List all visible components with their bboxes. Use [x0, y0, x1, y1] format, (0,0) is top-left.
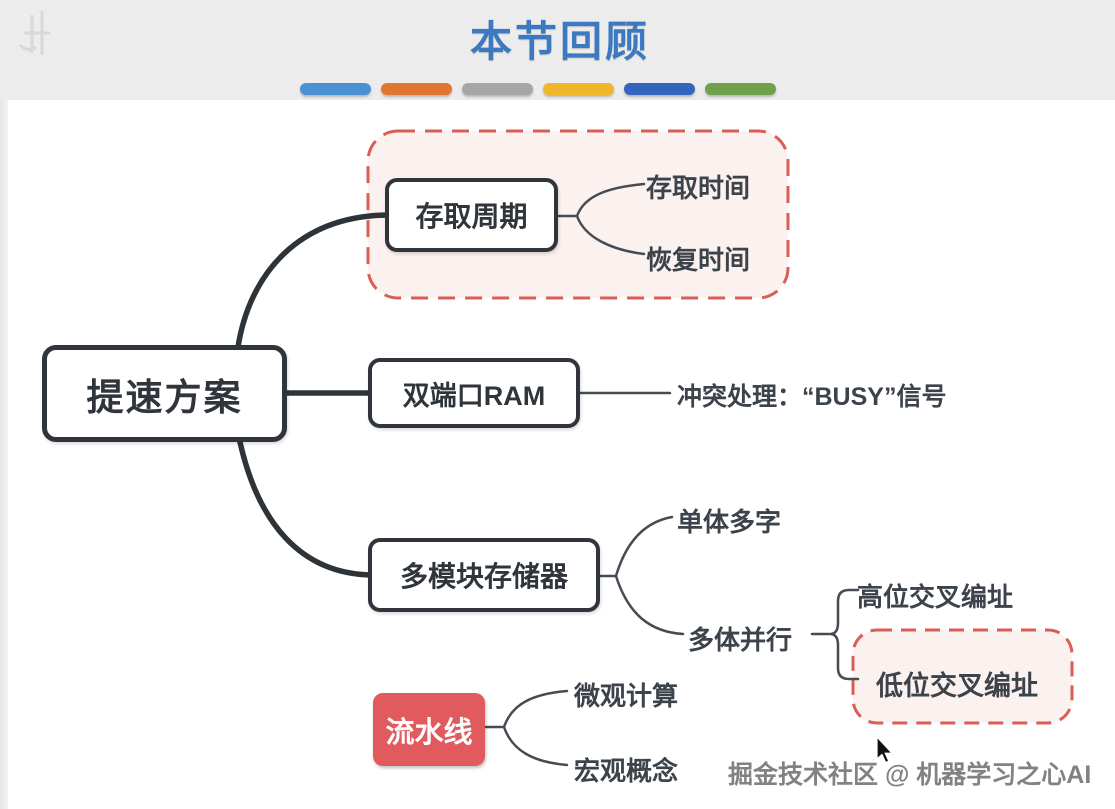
node-access-cycle: 存取周期	[385, 178, 558, 252]
accent-bar	[543, 83, 614, 95]
leaf-multi-parallel: 多体并行	[688, 625, 793, 655]
leaf-macro-concept: 宏观概念	[574, 756, 679, 786]
node-dual-port-ram-label: 双端口RAM	[402, 380, 546, 411]
leaf-high-interleave: 高位交叉编址	[857, 582, 1014, 612]
accent-bar	[381, 83, 452, 95]
leaf-recovery-time: 恢复时间	[646, 245, 751, 275]
accent-bar	[462, 83, 533, 95]
leaf-busy-note: 冲突处理：“BUSY”信号	[677, 383, 947, 411]
corner-watermark	[18, 11, 50, 55]
accent-bar	[300, 83, 371, 95]
node-root: 提速方案	[42, 345, 287, 442]
page-title: 本节回顾	[469, 18, 650, 65]
node-pipeline-label: 流水线	[385, 716, 473, 749]
node-multi-module: 多模块存储器	[368, 538, 600, 612]
leaf-low-interleave: 低位交叉编址	[876, 671, 1038, 701]
leaf-access-time: 存取时间	[646, 173, 751, 203]
community-watermark: 掘金技术社区 @ 机器学习之心AI	[728, 761, 1092, 789]
node-access-cycle-label: 存取周期	[415, 201, 528, 232]
accent-bar	[705, 83, 776, 95]
node-dual-port-ram: 双端口RAM	[368, 358, 580, 428]
mouse-cursor-icon	[876, 736, 894, 764]
accent-bar	[624, 83, 695, 95]
accent-bar-row	[300, 83, 776, 95]
left-edge-strip	[0, 100, 8, 809]
leaf-micro-compute: 微观计算	[574, 681, 679, 711]
leaf-single-multi-word: 单体多字	[677, 507, 782, 537]
node-multi-module-label: 多模块存储器	[399, 561, 568, 592]
node-pipeline: 流水线	[373, 693, 485, 766]
node-root-label: 提速方案	[86, 376, 243, 418]
